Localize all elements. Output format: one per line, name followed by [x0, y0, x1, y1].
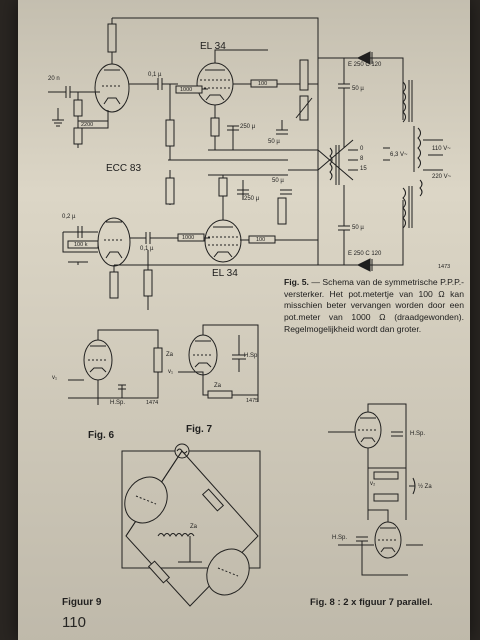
page-number: 110 — [62, 614, 86, 631]
cap-20n-label: 20 n — [48, 76, 60, 82]
diode-top-label: E 250 C 120 — [348, 62, 382, 68]
fig6-v1-label: v₁ — [52, 375, 58, 381]
ref-1474-label: 1474 — [146, 400, 159, 406]
fig7-hsp-label: H.Sp. — [244, 353, 260, 359]
fig8-hsp-bottom-label: H.Sp. — [332, 535, 348, 541]
cap-250u-top-label: 250 µ — [240, 124, 256, 130]
fig5-caption-label: Fig. 5. — [284, 277, 309, 287]
res-100-top-label: 100 — [258, 81, 268, 87]
cap-50u-b-label: 50 µ — [268, 139, 280, 145]
res-100-bottom-label: 100 — [256, 237, 266, 243]
cap-50u-a-label: 50 µ — [352, 86, 364, 92]
cap-50u-d-label: 50 µ — [352, 225, 364, 231]
fig6-za-label: Za — [166, 352, 174, 358]
el34-tube-lower — [204, 219, 242, 263]
res-1000-top-label: 1000 — [180, 87, 193, 93]
fig7-schematic — [178, 324, 259, 402]
output-63v-label: 6,3 V~ — [390, 152, 408, 158]
fig9-caption: Figuur 9 — [62, 597, 102, 608]
fig7-v1-label: v₁ — [168, 369, 174, 375]
fig8-schematic — [328, 403, 423, 576]
fig8-v2-label: v₂ — [370, 481, 376, 487]
ecc83-tube-lower — [97, 217, 131, 267]
output-220v-label: 220 V~ — [432, 174, 452, 180]
cap-01u-bottom-label: 0,1 µ — [140, 246, 154, 252]
fig8-za-half-label: ½ Za — [418, 484, 432, 490]
output-transformer — [329, 80, 443, 229]
fig6-hsp-label: H.Sp. — [110, 400, 126, 406]
schematic-drawings — [48, 17, 443, 607]
tap-15-label: 15 — [360, 166, 367, 172]
res-100k-label: 100 k — [74, 242, 88, 248]
fig8-hsp-top-label: H.Sp. — [410, 431, 426, 437]
ecc83-tube-upper — [94, 63, 130, 113]
ref-1473-label: 1473 — [438, 264, 451, 270]
fig8-caption: Fig. 8 : 2 x figuur 7 parallel. — [310, 597, 433, 608]
el34-top-label: EL 34 — [200, 41, 226, 52]
cap-50u-c-label: 50 µ — [272, 178, 284, 184]
ecc83-label: ECC 83 — [106, 163, 142, 174]
fig5-caption-text: — Schema van de symmetrische P.P.P.-vers… — [284, 277, 464, 334]
el34-bottom-label: EL 34 — [212, 268, 238, 279]
fig9-schematic — [121, 443, 261, 607]
fig7-caption: Fig. 7 — [186, 424, 213, 435]
fig6-caption: Fig. 6 — [88, 430, 115, 441]
el34-tube-upper — [196, 62, 234, 106]
fig7-za-label: Za — [214, 383, 222, 389]
cap-02u-label: 0,2 µ — [62, 214, 76, 220]
fig5-caption: Fig. 5. — Schema van de symmetrische P.P… — [284, 277, 464, 336]
cap-01u-top-label: 0,1 µ — [148, 72, 162, 78]
fig9-za-label: Za — [190, 524, 198, 530]
output-110v-label: 110 V~ — [432, 146, 451, 152]
ref-1475-label: 1475 — [246, 398, 259, 404]
res-1000-bottom-label: 1000 — [182, 235, 195, 241]
book-page: EL 34 EL 34 ECC 83 E 250 C 120 E 250 C 1… — [18, 0, 470, 640]
tap-8-label: 8 — [360, 156, 364, 162]
res-2200-label: 2200 — [81, 122, 94, 128]
cap-250u-bottom-label: 250 µ — [244, 196, 260, 202]
fig6-schematic — [68, 329, 163, 405]
diode-bottom-label: E 250 C 120 — [348, 251, 382, 257]
tap-0-label: 0 — [360, 146, 364, 152]
